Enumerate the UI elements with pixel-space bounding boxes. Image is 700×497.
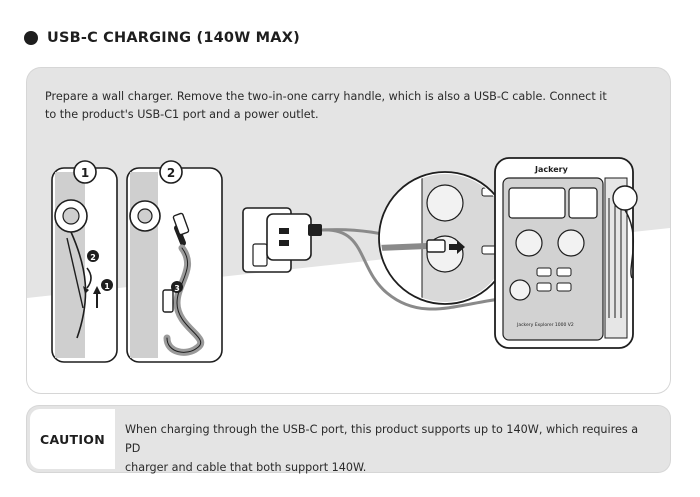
power-station: Jackery Jackery Explorer 1000 V2 bbox=[494, 157, 638, 349]
device-brand: Jackery bbox=[534, 165, 569, 174]
callout-1: 1 bbox=[104, 282, 110, 291]
instruction-text: Prepare a wall charger. Remove the two-i… bbox=[45, 88, 645, 124]
caution-text: When charging through the USB-C port, th… bbox=[125, 420, 655, 477]
caution-line-1: When charging through the USB-C port, th… bbox=[125, 423, 639, 455]
section-heading: USB-C CHARGING (140W MAX) bbox=[24, 30, 300, 46]
step-2-number: 2 bbox=[167, 166, 175, 180]
section-title: USB-C CHARGING (140W MAX) bbox=[47, 30, 300, 46]
caution-line-2: charger and cable that both support 140W… bbox=[125, 461, 367, 474]
instruction-line-2: to the product's USB-C1 port and a power… bbox=[45, 108, 319, 121]
port-zoom-circle bbox=[378, 171, 512, 305]
step-2-panel: 2 3 bbox=[126, 160, 223, 363]
wall-charger bbox=[242, 207, 322, 273]
caution-label: CAUTION bbox=[40, 431, 105, 447]
step-1-number: 1 bbox=[81, 166, 89, 180]
caution-box: CAUTION When charging through the USB-C … bbox=[27, 406, 670, 474]
instruction-line-1: Prepare a wall charger. Remove the two-i… bbox=[45, 90, 607, 103]
step-1-panel: 1 2 1 bbox=[51, 160, 118, 363]
callout-2: 2 bbox=[90, 253, 96, 262]
device-model: Jackery Explorer 1000 V2 bbox=[516, 322, 574, 328]
bullet-dot-icon bbox=[24, 31, 38, 45]
illustration-panel: Prepare a wall charger. Remove the two-i… bbox=[27, 68, 670, 393]
charging-illustration: 1 2 1 2 3 bbox=[51, 157, 638, 363]
caution-label-box: CAUTION bbox=[30, 409, 115, 469]
callout-3: 3 bbox=[174, 284, 180, 293]
